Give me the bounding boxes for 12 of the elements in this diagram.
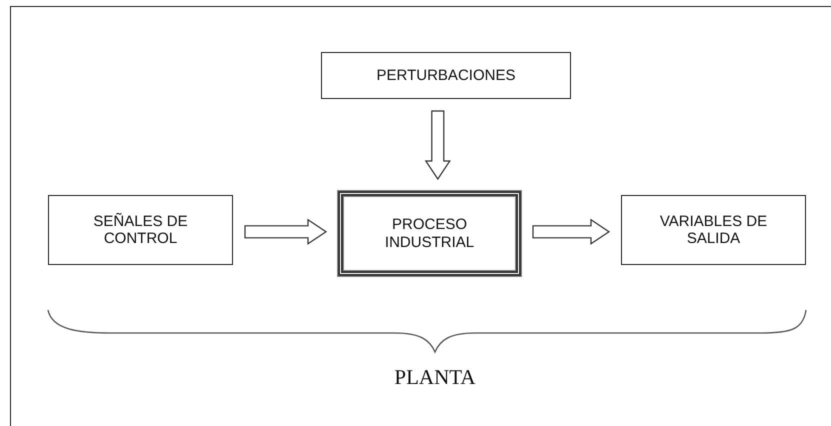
box-label: VARIABLES DE SALIDA	[658, 212, 768, 248]
box-label: PERTURBACIONES	[376, 66, 516, 84]
block-arrow	[424, 110, 451, 180]
text-box	[48, 195, 233, 265]
box-label: SEÑALES DE CONTROL	[92, 212, 189, 248]
block-arrow	[244, 218, 328, 245]
text-box	[321, 52, 571, 99]
box-label: PROCESO INDUSTRIAL	[384, 216, 476, 251]
text-box	[621, 195, 806, 265]
process-box	[338, 191, 521, 276]
group-label: PLANTA	[394, 365, 476, 390]
block-arrow	[532, 218, 610, 245]
